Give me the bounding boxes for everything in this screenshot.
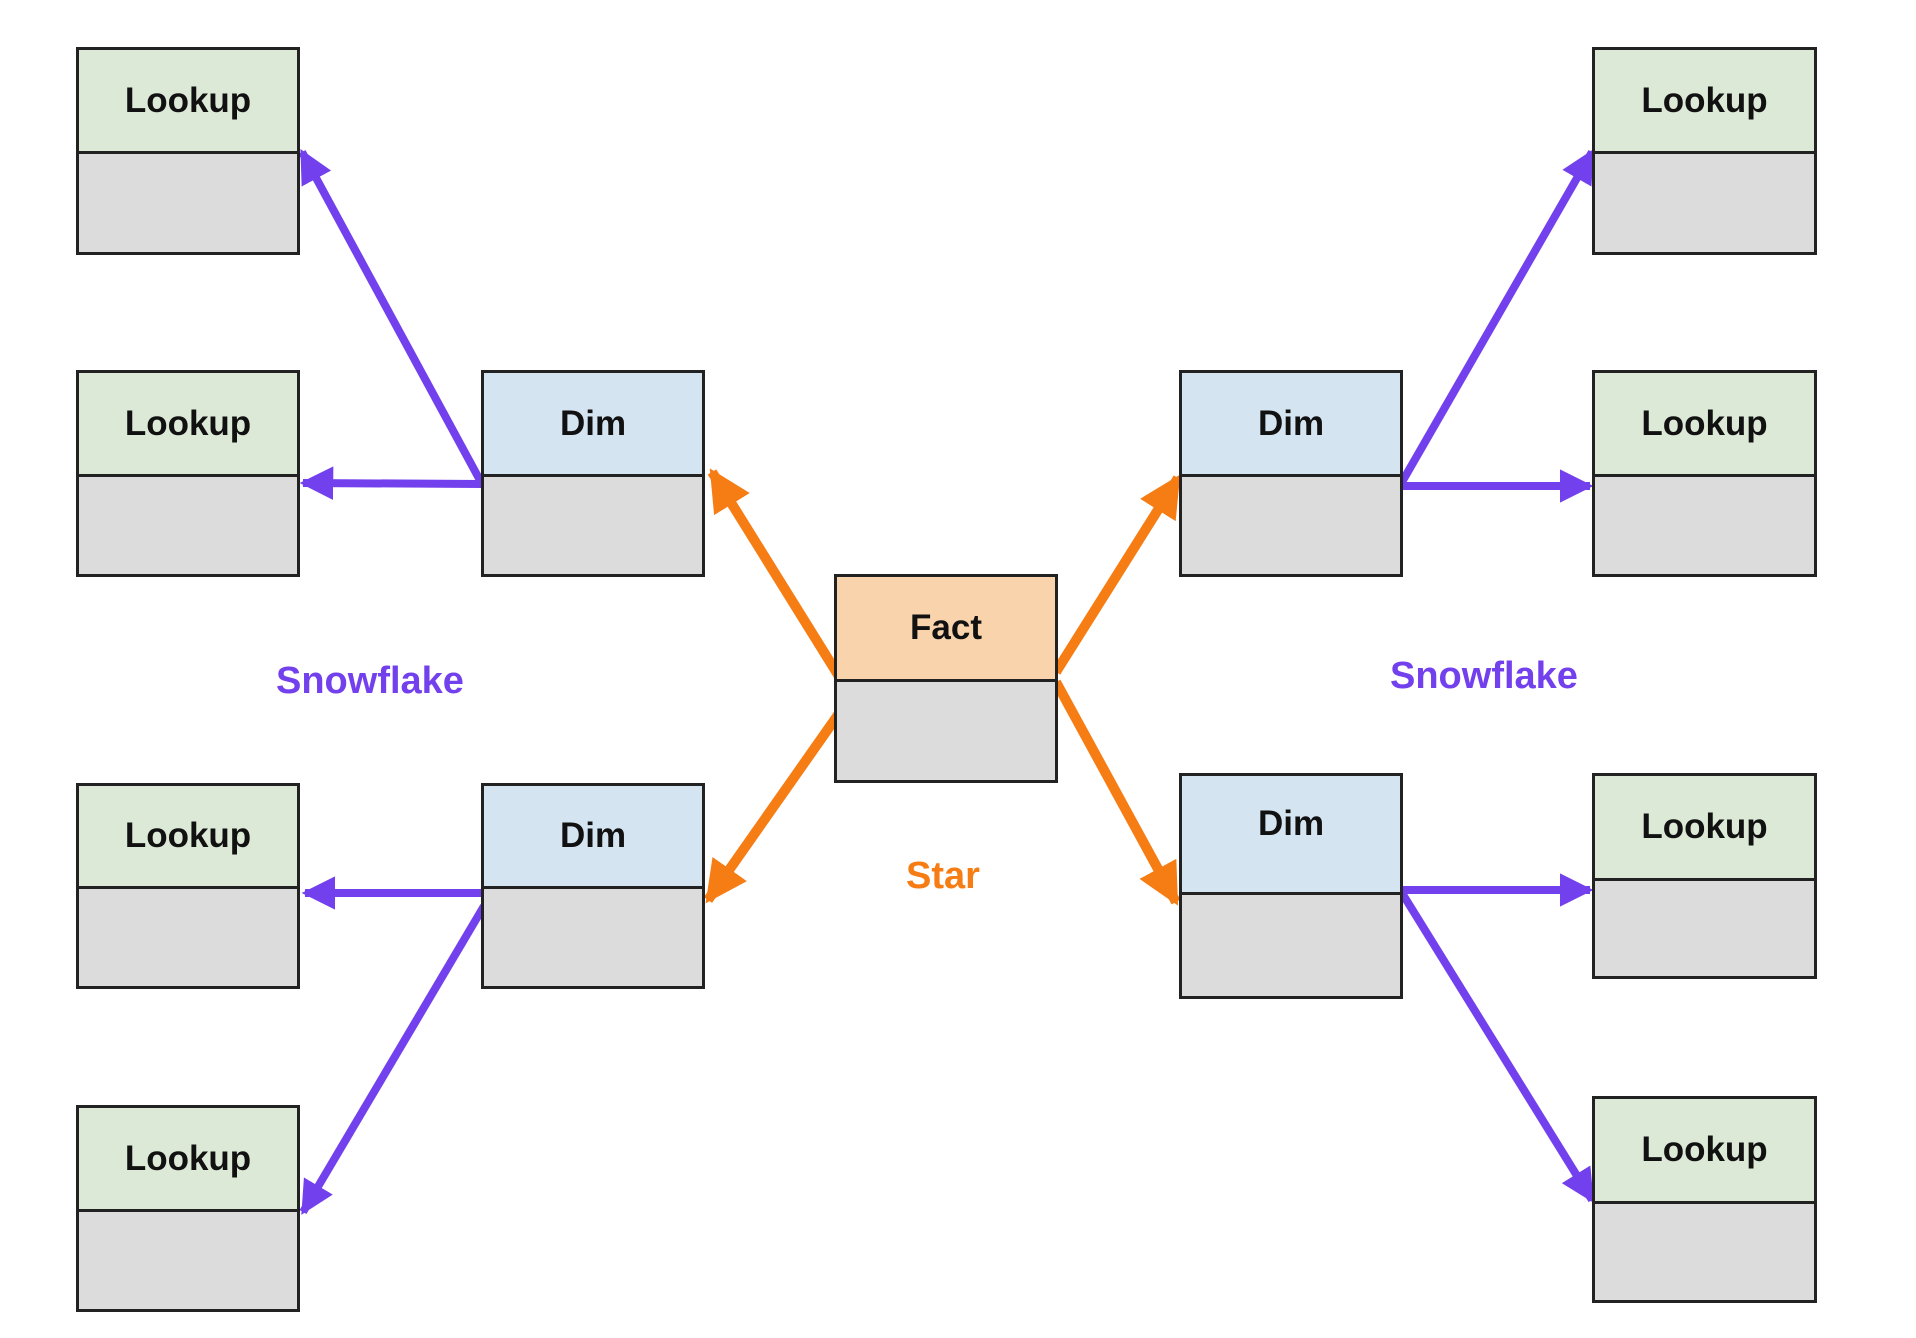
edge-dim-lookup-left-1 [298, 149, 486, 486]
lookup-table-left-4[interactable]: Lookup [76, 1105, 300, 1312]
fact-table-header: Fact [837, 577, 1055, 682]
lookup-table-header: Lookup [79, 373, 297, 477]
lookup-table-header: Lookup [79, 50, 297, 154]
dim-table-right-bottom[interactable]: Dim [1179, 773, 1403, 999]
lookup-table-right-4[interactable]: Lookup [1592, 1096, 1817, 1303]
lookup-table-header: Lookup [1595, 776, 1814, 881]
edge-fact-dim-right-top [1051, 474, 1183, 675]
dim-table-header: Dim [1182, 373, 1400, 477]
edge-dim-lookup-left-2 [299, 466, 483, 500]
edge-fact-dim-left-top [707, 468, 845, 681]
lookup-table-left-1[interactable]: Lookup [76, 47, 300, 255]
lookup-table-header: Lookup [1595, 1099, 1814, 1204]
lookup-table-header: Lookup [1595, 50, 1814, 154]
dim-table-left-top[interactable]: Dim [481, 370, 705, 577]
edge-fact-dim-right-bottom [1051, 679, 1181, 906]
dim-table-left-bottom[interactable]: Dim [481, 783, 705, 989]
dim-table-header: Dim [484, 373, 702, 477]
lookup-table-right-1[interactable]: Lookup [1592, 47, 1817, 255]
dim-table-right-top[interactable]: Dim [1179, 370, 1403, 577]
lookup-table-right-3[interactable]: Lookup [1592, 773, 1817, 979]
dim-table-header: Dim [484, 786, 702, 889]
edge-dim-lookup-right-1 [1398, 149, 1596, 484]
snowflake-label-left: Snowflake [276, 660, 464, 702]
edge-dim-lookup-right-4 [1398, 890, 1596, 1203]
lookup-table-header: Lookup [79, 786, 297, 889]
snowflake-label-right: Snowflake [1390, 655, 1578, 697]
lookup-table-left-3[interactable]: Lookup [76, 783, 300, 989]
lookup-table-header: Lookup [79, 1108, 297, 1212]
edge-fact-dim-left-bottom [703, 709, 845, 904]
star-label: Star [906, 855, 980, 897]
fact-table[interactable]: Fact [834, 574, 1058, 783]
lookup-table-right-2[interactable]: Lookup [1592, 370, 1817, 577]
lookup-table-header: Lookup [1595, 373, 1814, 477]
dim-table-header: Dim [1182, 776, 1400, 895]
lookup-table-left-2[interactable]: Lookup [76, 370, 300, 577]
edge-dim-lookup-left-4 [299, 903, 488, 1215]
